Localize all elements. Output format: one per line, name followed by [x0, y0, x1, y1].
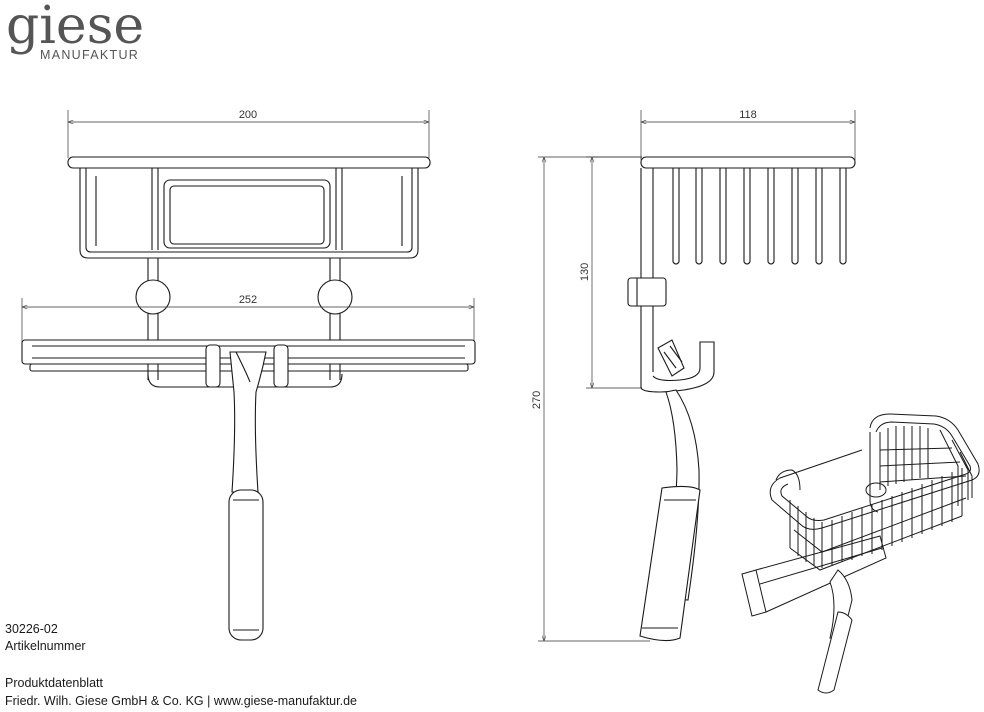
dimension-252: [21, 298, 475, 345]
dimension-270: [538, 156, 650, 642]
sheet-title: Produktdatenblatt: [5, 676, 103, 690]
front-view: [21, 110, 476, 641]
dimension-118: [640, 110, 856, 160]
dim-label-270: 270: [531, 391, 543, 409]
perspective-view: [741, 413, 980, 694]
company-line: Friedr. Wilh. Giese GmbH & Co. KG | www.…: [5, 694, 357, 708]
side-view: [538, 110, 856, 642]
dim-label-118: 118: [739, 109, 757, 121]
dim-label-252: 252: [239, 294, 257, 306]
dim-label-200: 200: [239, 109, 257, 121]
article-label: Artikelnummer: [5, 639, 86, 653]
dim-label-130: 130: [579, 263, 591, 281]
brand-logo: giese MANUFAKTUR: [6, 0, 145, 62]
dimension-130: [586, 156, 642, 389]
dimension-200: [67, 110, 430, 158]
brand-subline: MANUFAKTUR: [40, 48, 140, 62]
brand-wordmark: giese: [6, 0, 145, 56]
article-number: 30226-02: [5, 622, 58, 636]
